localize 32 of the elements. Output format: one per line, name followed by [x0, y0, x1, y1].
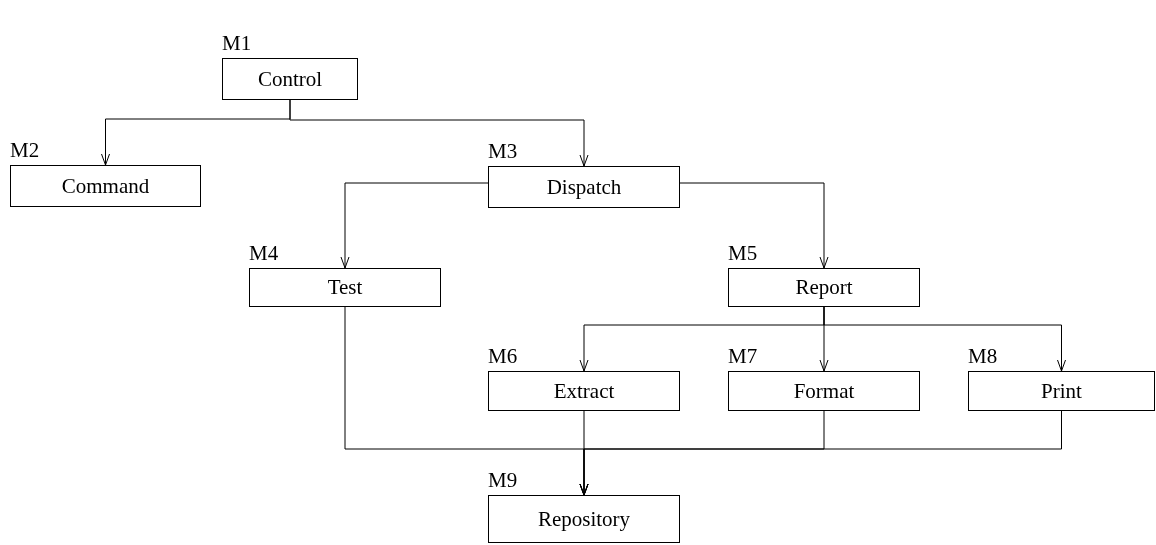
- module-id: M8: [968, 346, 998, 367]
- module-box: [10, 165, 201, 207]
- module-box: [728, 371, 920, 411]
- module-id: M2: [10, 140, 40, 161]
- module-name: Control: [257, 66, 323, 92]
- module-id: M9: [488, 470, 518, 491]
- module-id: M1: [222, 33, 252, 54]
- module-id: M5: [728, 243, 758, 264]
- module-box: [249, 268, 441, 307]
- module-name: Command: [61, 173, 150, 199]
- arrow: [823, 306, 1066, 372]
- module-id: M3: [488, 141, 518, 162]
- module-box: [488, 495, 680, 543]
- arrow: [289, 99, 589, 167]
- module-name: Repository: [537, 506, 631, 532]
- module-box: [488, 371, 680, 411]
- module-name: Print: [1041, 378, 1082, 404]
- arrow: [679, 182, 829, 269]
- module-name: Test: [327, 275, 363, 300]
- arrow: [340, 182, 489, 269]
- arrow: [579, 410, 1062, 496]
- module-box: [968, 371, 1155, 411]
- module-id: M7: [728, 346, 758, 367]
- module-id: M6: [488, 346, 518, 367]
- module-name: Format: [793, 378, 855, 404]
- module-name: Extract: [553, 378, 615, 404]
- module-box: [728, 268, 920, 307]
- module-name: Report: [795, 275, 853, 300]
- module-name: Dispatch: [546, 174, 622, 200]
- module-box: [222, 58, 358, 100]
- module-id: M4: [249, 243, 279, 264]
- module-box: [488, 166, 680, 208]
